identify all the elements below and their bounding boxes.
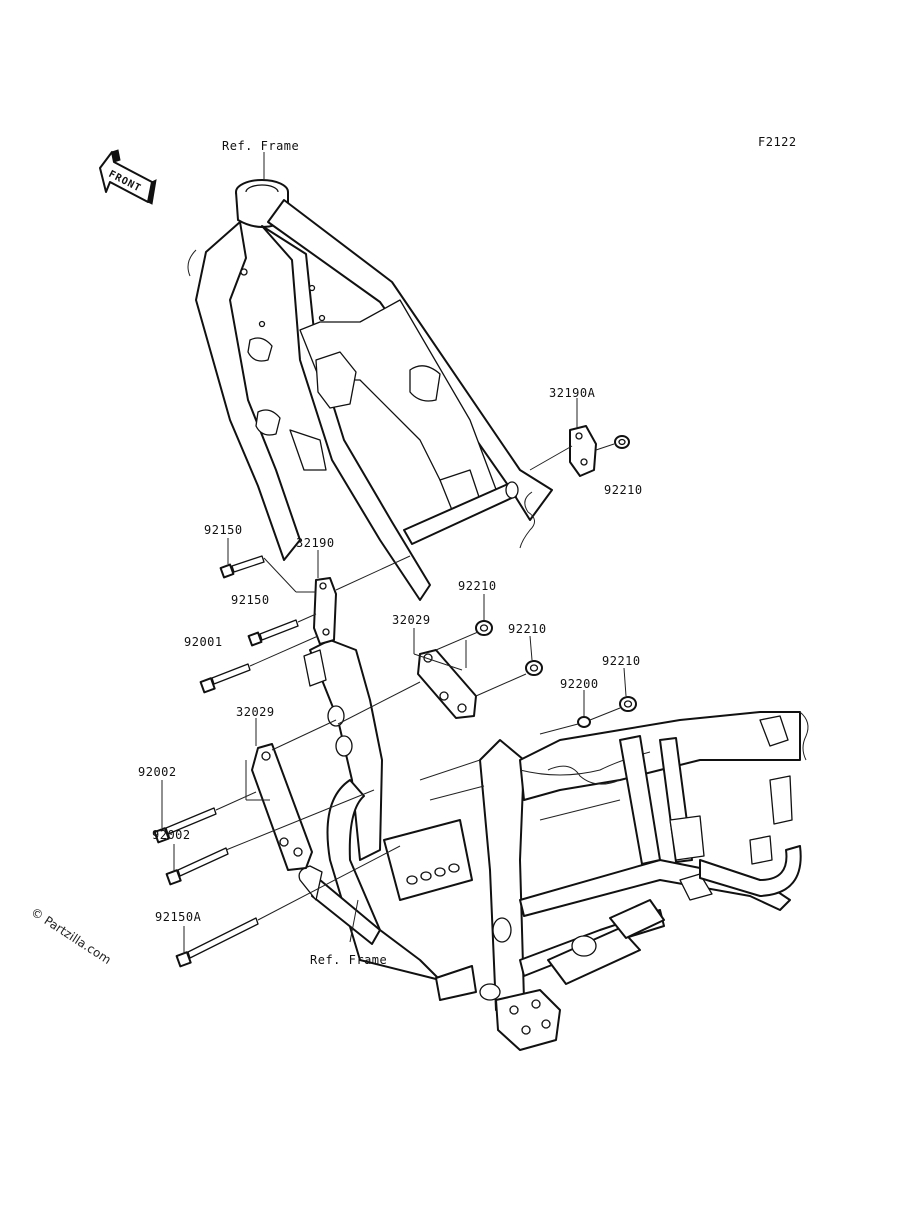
diagram-code: F2122 [758,135,797,149]
callout-32029-b: 32029 [236,705,275,719]
callout-92210-c: 92210 [508,622,547,636]
callout-92210-b: 92210 [458,579,497,593]
callout-labels: Ref. Frame 32190A 92210 92150 32190 9215… [138,139,643,967]
callout-92210-a: 92210 [604,483,643,497]
callout-92150-b: 92150 [231,593,270,607]
hardware-drawing [153,425,637,968]
partzilla-watermark: © Partzilla.com [28,905,113,967]
leader-lines [161,152,627,954]
callout-ref-frame-bottom: Ref. Frame [310,953,387,967]
callout-92002-a: 92002 [138,765,177,779]
callout-ref-frame-top: Ref. Frame [222,139,299,153]
front-arrow-icon: FRONT [99,149,157,205]
callout-92150-a: 92150 [204,523,243,537]
lower-frame-drawing [298,639,809,1051]
callout-92002-b: 92002 [152,828,191,842]
callout-32029-a: 32029 [392,613,431,627]
callout-92210-d: 92210 [602,654,641,668]
callout-92200: 92200 [560,677,599,691]
callout-32190a: 32190A [549,386,596,400]
callout-92001: 92001 [184,635,223,649]
callout-32190: 32190 [296,536,335,550]
callout-92150a: 92150A [155,910,202,924]
upper-frame-drawing [187,179,553,601]
